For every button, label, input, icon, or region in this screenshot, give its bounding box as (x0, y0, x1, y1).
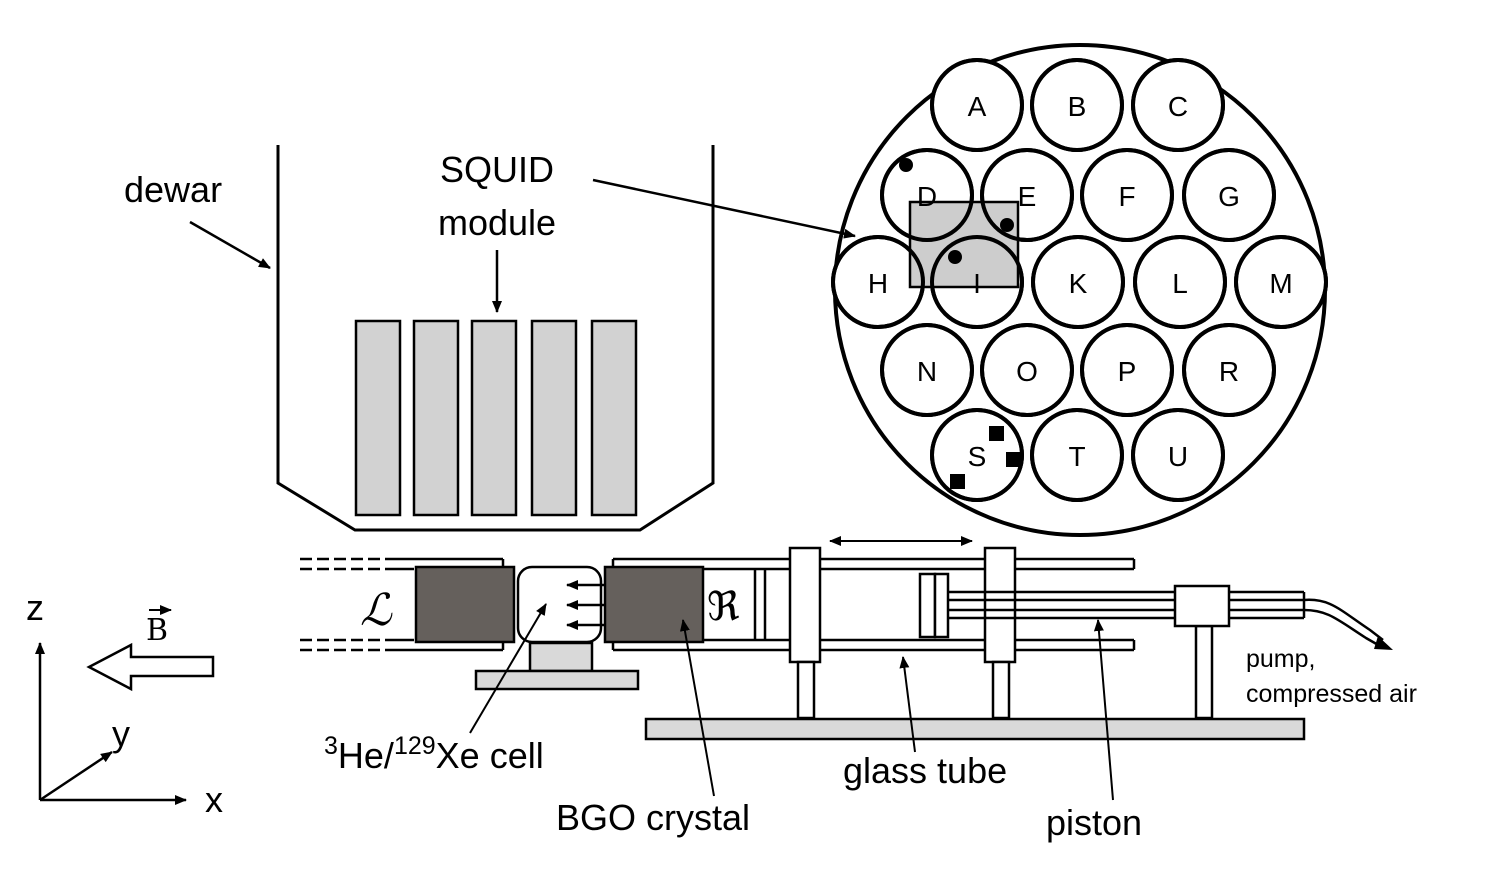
channel-label-m: M (1269, 268, 1292, 299)
channel-label-u: U (1168, 441, 1188, 472)
channel-outline-t (1030, 408, 1124, 502)
cell-label-he: He/ (338, 735, 394, 776)
glass-tube-label: glass tube (843, 750, 1007, 791)
channel-label-d: D (917, 181, 937, 212)
marker-dot-e (1000, 218, 1014, 232)
squid-array: A B C D E F G H I K L M N O P R S T U (831, 43, 1328, 537)
channel-label-o: O (1016, 356, 1038, 387)
left-symbol: ℒ (360, 585, 393, 636)
channel-label-t: T (1068, 441, 1085, 472)
field-b-label: B (146, 613, 168, 648)
channel-label-l: L (1172, 268, 1188, 299)
piston-label: piston (1046, 802, 1142, 843)
channel-outline-o (980, 323, 1074, 417)
field-b-arrow (86, 642, 215, 692)
channel-outline-g (1182, 148, 1276, 242)
channel-outline-e (980, 148, 1074, 242)
piston-pointer-arrow (1093, 619, 1114, 801)
squid-to-array-arrow (592, 178, 856, 239)
channel-outline-i (930, 235, 1024, 329)
cell-holder (528, 641, 594, 673)
left-crystal (414, 565, 516, 644)
coordinate-axes (35, 642, 187, 805)
channel-outline-u (1131, 408, 1225, 502)
bgo-label: BGO crystal (556, 797, 750, 838)
channel-outline-p (1080, 323, 1174, 417)
cell-superscript-129: 129 (394, 732, 436, 760)
cell-pointer-arrow (469, 603, 547, 734)
base-plate (644, 717, 1306, 741)
channel-label-f: F (1118, 181, 1135, 212)
y-axis (39, 750, 113, 802)
piston-rods (948, 590, 1175, 620)
channel-label-b: B (1068, 91, 1087, 122)
channel-outline-m (1234, 235, 1328, 329)
squid-label-line2: module (438, 202, 556, 243)
channel-labels: A B C D E F G H I K L M N O P R S T U (868, 91, 1293, 472)
axis-x-label: x (205, 779, 223, 820)
channel-outline-n (880, 323, 974, 417)
squid-sensor-bars (354, 319, 638, 517)
channel-label-p: P (1118, 356, 1137, 387)
cell-base (474, 669, 640, 691)
bgo-crystal (603, 565, 705, 644)
connector-block (1173, 584, 1231, 628)
dewar-pointer-arrow (189, 220, 271, 270)
channel-outline-k (1031, 235, 1125, 329)
channel-outline-d (880, 148, 974, 242)
marker-square-s2 (1006, 452, 1021, 467)
pump-label-line1: pump, (1246, 645, 1315, 673)
right-symbol: ℜ (707, 584, 740, 630)
pump-hose (1303, 598, 1384, 648)
axis-y-label: y (112, 713, 130, 754)
channel-label-n: N (917, 356, 937, 387)
marker-dot-i (948, 250, 962, 264)
pump-label-line2: compressed air (1246, 680, 1417, 708)
channel-label-s: S (968, 441, 987, 472)
channel-label-e: E (1018, 181, 1037, 212)
left-tube-extension (300, 557, 505, 652)
channel-outline-c (1131, 58, 1225, 152)
channel-label-i: I (973, 268, 981, 299)
channel-outline-s (930, 408, 1024, 502)
channel-outline-l (1133, 235, 1227, 329)
channel-outline-overlay (831, 58, 1328, 502)
cell-label-xe: Xe cell (436, 735, 544, 776)
bgo-pointer-arrow (679, 619, 715, 797)
channel-label-k: K (1069, 268, 1088, 299)
marker-square-s1 (989, 426, 1004, 441)
marker-square-s3 (950, 474, 965, 489)
squid-label-line1: SQUID (440, 149, 554, 190)
cell-label: 3He/129Xe cell (324, 732, 544, 776)
channel-label-r: R (1219, 356, 1239, 387)
channel-label-a: A (968, 91, 987, 122)
channel-label-g: G (1218, 181, 1240, 212)
outlet-pipes (1229, 590, 1306, 620)
piston-head (918, 572, 950, 639)
glass-tube-pointer-arrow (899, 656, 916, 753)
marker-dot-d (899, 158, 913, 172)
channel-outline-f (1080, 148, 1174, 242)
dewar-vessel (276, 145, 715, 532)
pump-arrowhead (1374, 636, 1393, 650)
cell-superscript-3: 3 (324, 732, 338, 760)
axis-z-label: z (26, 587, 44, 628)
channel-label-c: C (1168, 91, 1188, 122)
tube-supports (788, 546, 1214, 720)
channel-label-h: H (868, 268, 888, 299)
dewar-label: dewar (124, 169, 222, 210)
channel-outline-h (831, 235, 925, 329)
channel-outline-a (930, 58, 1024, 152)
channel-outline-b (1030, 58, 1124, 152)
channel-outline-r (1182, 323, 1276, 417)
